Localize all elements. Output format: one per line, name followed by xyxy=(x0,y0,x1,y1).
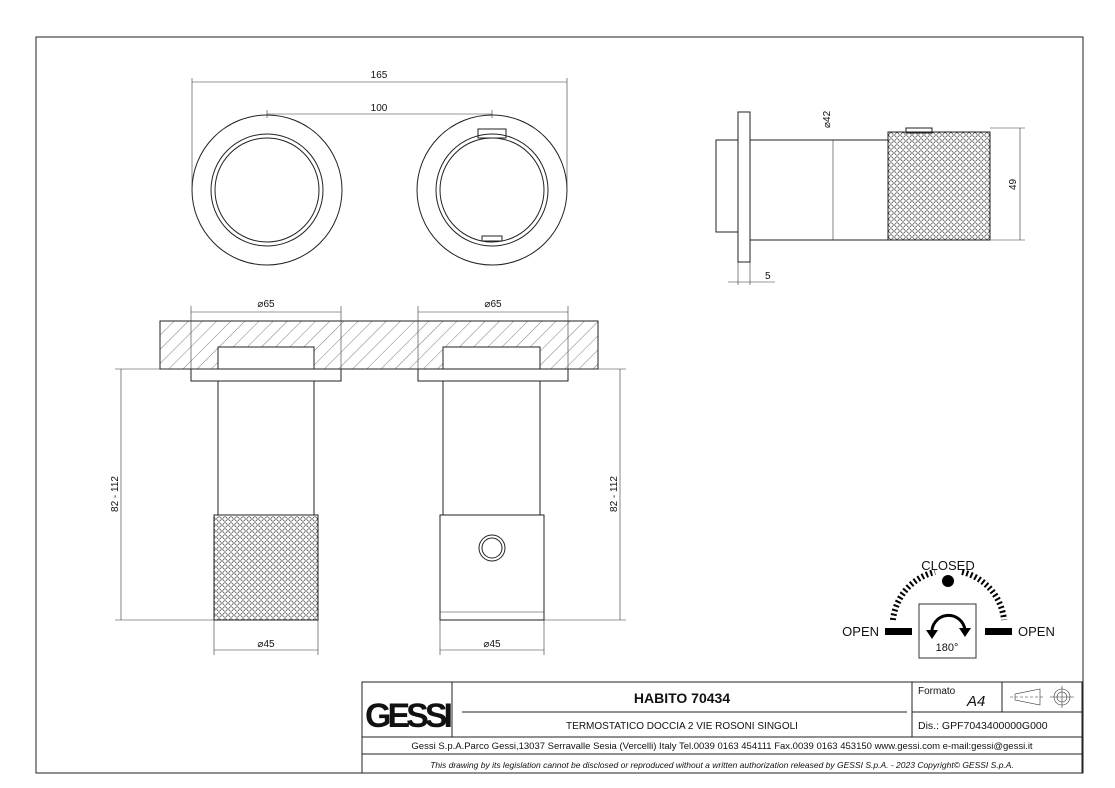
svg-text:⌀45: ⌀45 xyxy=(483,639,501,650)
svg-text:OPEN: OPEN xyxy=(1018,624,1055,639)
svg-text:180°: 180° xyxy=(936,642,959,654)
formato-value: A4 xyxy=(966,693,985,710)
title-block: GESSI HABITO 70434 TERMOSTATICO DOCCIA 2… xyxy=(361,681,1083,774)
drawing-title: HABITO 70434 xyxy=(634,690,730,706)
drawing-subtitle: TERMOSTATICO DOCCIA 2 VIE ROSONI SINGOLI xyxy=(566,721,798,732)
svg-text:165: 165 xyxy=(371,70,388,81)
dimension-165: 165 xyxy=(191,70,568,190)
wall-section xyxy=(159,320,599,370)
section-view-left: ⌀65 ⌀45 82 - 112 xyxy=(110,299,342,655)
front-view-left xyxy=(191,114,343,266)
svg-text:⌀42: ⌀42 xyxy=(822,110,833,128)
copyright-notice: This drawing by its legislation cannot b… xyxy=(430,760,1014,770)
gessi-logo: GESSI xyxy=(365,697,451,735)
closed-marker-icon xyxy=(942,575,954,587)
svg-text:82 - 112: 82 - 112 xyxy=(110,476,121,512)
section-view-right: ⌀65 ⌀45 82 - 112 xyxy=(417,299,626,655)
svg-text:100: 100 xyxy=(371,103,388,114)
svg-text:⌀45: ⌀45 xyxy=(257,639,275,650)
dimension-100: 100 xyxy=(266,103,493,118)
company-address: Gessi S.p.A.Parco Gessi,13037 Serravalle… xyxy=(411,741,1033,752)
front-view-right xyxy=(416,114,568,266)
drawing-number: Dis.: GPF7043400000G000 xyxy=(918,720,1048,732)
svg-text:OPEN: OPEN xyxy=(842,624,879,639)
svg-text:⌀65: ⌀65 xyxy=(484,299,502,310)
svg-text:82 - 112: 82 - 112 xyxy=(609,476,620,512)
svg-text:49: 49 xyxy=(1008,178,1019,190)
svg-text:Formato: Formato xyxy=(918,686,956,697)
projection-symbol-icon xyxy=(1010,686,1074,708)
svg-text:⌀65: ⌀65 xyxy=(257,299,275,310)
rotation-diagram: CLOSED OPEN OPEN 180° xyxy=(842,558,1055,659)
side-view: ⌀42 49 5 xyxy=(715,110,1025,285)
svg-text:5: 5 xyxy=(765,271,771,282)
rotate-arrow-icon xyxy=(930,613,967,635)
svg-text:CLOSED: CLOSED xyxy=(921,558,974,573)
